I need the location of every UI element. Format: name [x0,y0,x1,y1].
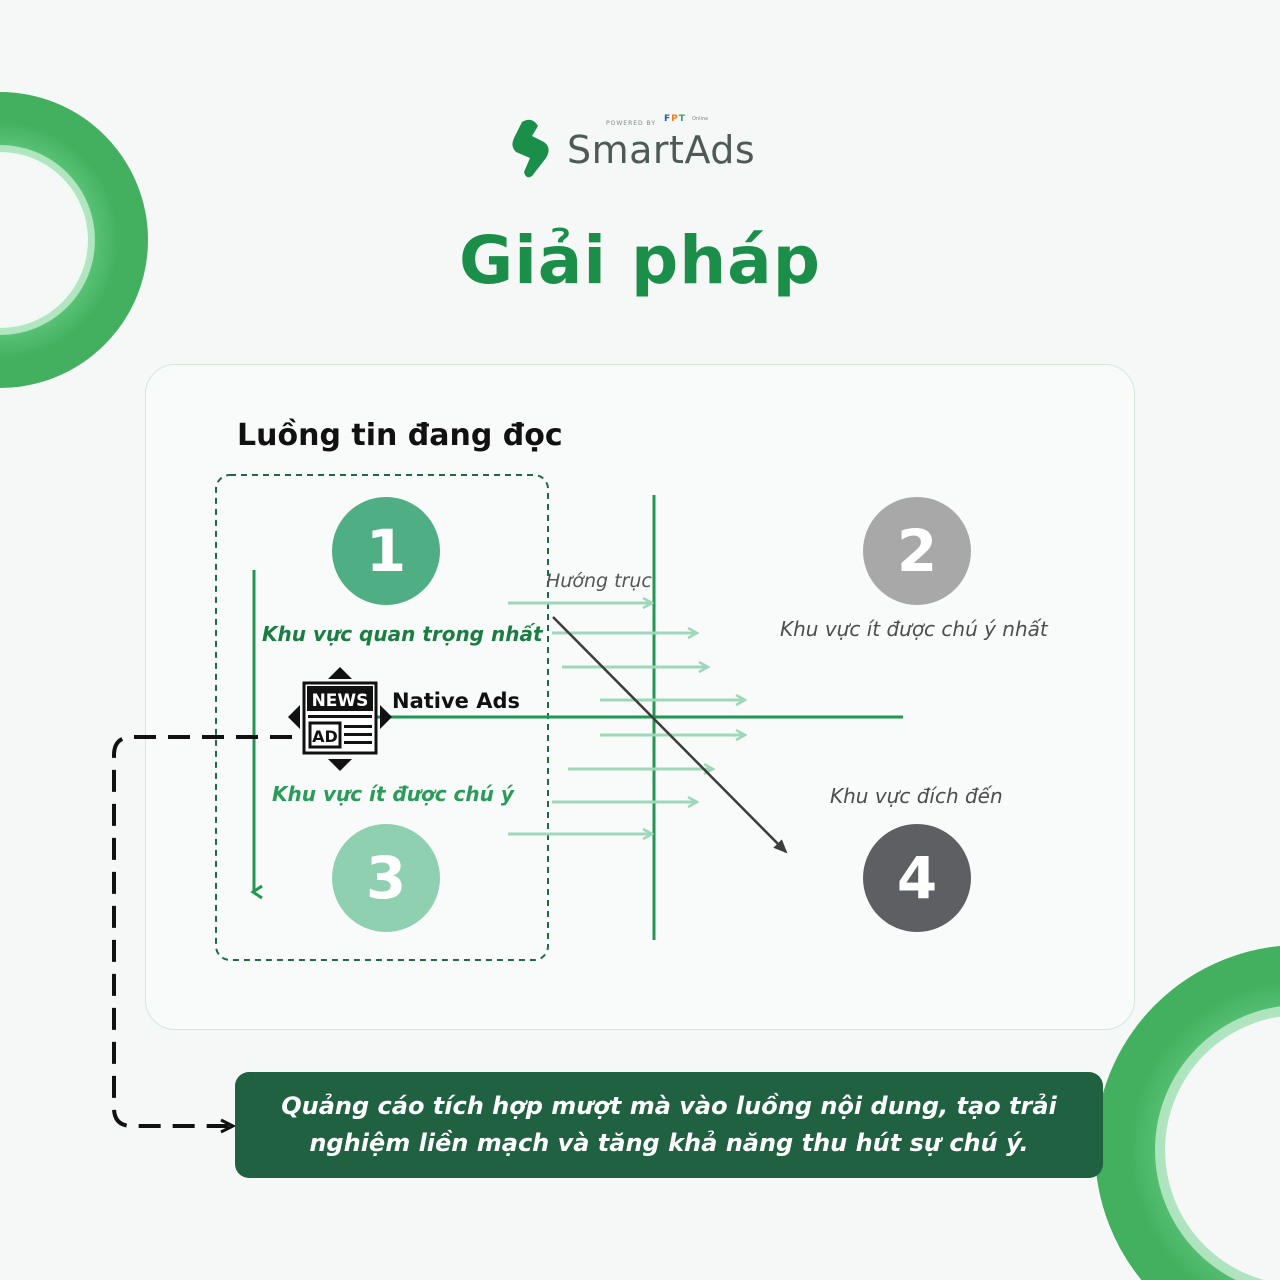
zone-1-label: Khu vực quan trọng nhất [262,622,543,646]
partner-letter-t: T [678,114,686,124]
news-ad-icon: NEWS AD [288,667,392,771]
callout-connector-arrow [112,735,292,1126]
zone-4-badge: 4 [863,824,971,932]
logo-powered-by: POWERED BY [606,120,657,127]
partner-logo: FPT [664,114,686,124]
news-icon-text: NEWS [312,691,369,711]
page-title: Giải pháp [459,222,821,299]
stream-heading: Luồng tin đang đọc [237,418,563,453]
scan-arrows [508,603,745,834]
zone-2-label: Khu vực ít được chú ý nhất [780,617,1048,641]
brand-name: SmartAds [567,128,756,172]
native-ads-label: Native Ads [392,689,521,713]
zone-3-badge: 3 [332,824,440,932]
axis-label: Hướng trục [546,570,652,592]
ad-icon-text: AD [312,727,338,746]
partner-letter-f: F [664,114,672,124]
bottom-right-ring [1095,946,1280,1280]
top-left-ring [0,92,148,388]
zone-1-badge: 1 [332,497,440,605]
diagonal-gaze-arrow [552,616,788,854]
zone-2-badge: 2 [863,497,971,605]
zone-4-label: Khu vực đích đến [830,784,1003,808]
partner-letter-p: P [671,114,679,124]
callout-box: Quảng cáo tích hợp mượt mà vào luồng nội… [235,1072,1103,1178]
callout-text: Quảng cáo tích hợp mượt mà vào luồng nội… [281,1092,1057,1157]
smartads-logo-icon [512,119,549,178]
zone-3-label: Khu vực ít được chú ý [272,782,514,806]
partner-suffix: Online [692,116,709,122]
